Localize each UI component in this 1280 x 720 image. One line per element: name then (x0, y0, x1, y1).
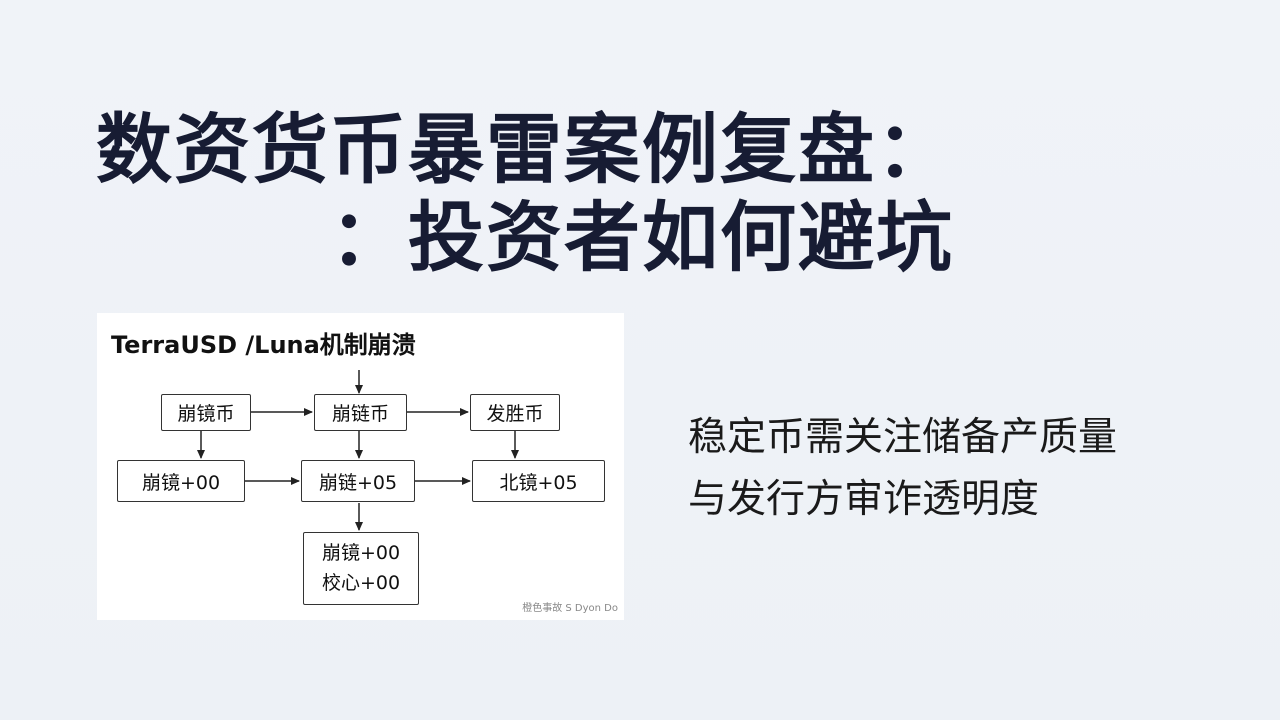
node-bottom-line-1: 崩镜+00 (321, 542, 401, 565)
node-bottom: 崩镜+00 校心+00 (303, 532, 419, 605)
node-top-center: 崩链币 (314, 394, 407, 431)
slide-title-line-2: ：投资者如何避坑 (330, 193, 954, 282)
diagram-watermark: 橙色事故 S Dyon Do (522, 603, 618, 614)
node-bottom-line-2: 校心+00 (321, 571, 401, 594)
node-mid-left: 崩镜+00 (117, 460, 245, 502)
diagram-connectors (197, 370, 519, 531)
node-mid-center: 崩链+05 (301, 460, 415, 502)
slide-title-line-1: 数资货币暴雷案例复盘： (96, 105, 954, 194)
node-top-right: 发胜币 (470, 394, 560, 431)
diagram-title: TerraUSD /Luna机制崩溃 (111, 331, 416, 359)
node-top-left: 崩镜币 (161, 394, 251, 431)
caption-line-1: 稳定币需关注储备产质量 (688, 415, 1118, 460)
caption-line-2: 与发行方审诈透明度 (688, 477, 1040, 522)
node-mid-right: 北镜+05 (472, 460, 605, 502)
flow-diagram: TerraUSD /Luna机制崩溃 崩镜币 崩链币 发胜币 崩镜 (97, 313, 624, 620)
